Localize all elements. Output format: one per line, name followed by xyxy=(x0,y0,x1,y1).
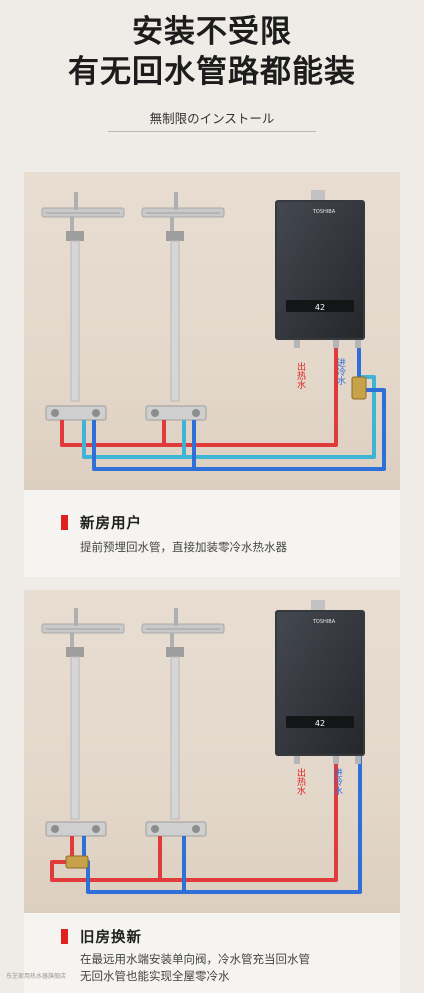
caption-desc-line: 提前预埋回水管，直接加装零冷水热水器 xyxy=(80,540,287,554)
caption-desc: 提前预埋回水管，直接加装零冷水热水器 xyxy=(80,539,390,556)
water-heater: 42 TOSHIBA xyxy=(275,190,365,348)
subtitle: 無制限のインストール xyxy=(149,111,275,126)
install-diagram-old-home: 42 TOSHIBA 出热水 进冷水 xyxy=(24,590,400,913)
caption-desc-line: 无回水管也能实现全屋零冷水 xyxy=(80,969,230,983)
heater-brand: TOSHIBA xyxy=(312,619,336,625)
heater-brand: TOSHIBA xyxy=(312,209,336,215)
panel-old-home: 42 TOSHIBA 出热水 进冷水 旧房换新 在最远用水端安装单向阀，冷水管充… xyxy=(24,590,400,993)
shower-2 xyxy=(141,192,225,421)
caption-desc-line: 在最远用水端安装单向阀，冷水管充当回水管 xyxy=(80,952,310,966)
label-cold-water: 进冷水 xyxy=(332,768,343,795)
shower-1 xyxy=(41,608,125,837)
shower-2 xyxy=(141,608,225,837)
panel-new-home: 42 TOSHIBA 出热水 进冷水 新房用户 提前预埋回水管，直接加装零冷水热… xyxy=(24,172,400,577)
label-hot-water: 出热水 xyxy=(295,767,306,795)
headline-line-1: 安装不受限 xyxy=(132,14,292,50)
caption-title: 旧房换新 xyxy=(80,930,142,946)
divider xyxy=(108,131,316,132)
caption-accent-bar xyxy=(61,515,68,530)
water-heater: 42 TOSHIBA xyxy=(275,600,365,764)
label-cold-water: 进冷水 xyxy=(335,358,346,385)
check-valve xyxy=(65,855,89,869)
label-hot-water: 出热水 xyxy=(295,361,306,389)
caption-desc: 在最远用水端安装单向阀，冷水管充当回水管 无回水管也能实现全屋零冷水 xyxy=(80,951,390,985)
headline-line-2: 有无回水管路都能装 xyxy=(68,54,356,90)
caption-title: 新房用户 xyxy=(80,516,142,532)
install-diagram-new-home: 42 TOSHIBA 出热水 进冷水 xyxy=(24,172,400,490)
shower-1 xyxy=(41,192,125,421)
heater-display: 42 xyxy=(315,303,325,312)
heater-display: 42 xyxy=(315,719,325,728)
caption-accent-bar xyxy=(61,929,68,944)
watermark: 东芝家用热水器旗舰店 xyxy=(6,973,67,980)
valve xyxy=(351,376,367,400)
